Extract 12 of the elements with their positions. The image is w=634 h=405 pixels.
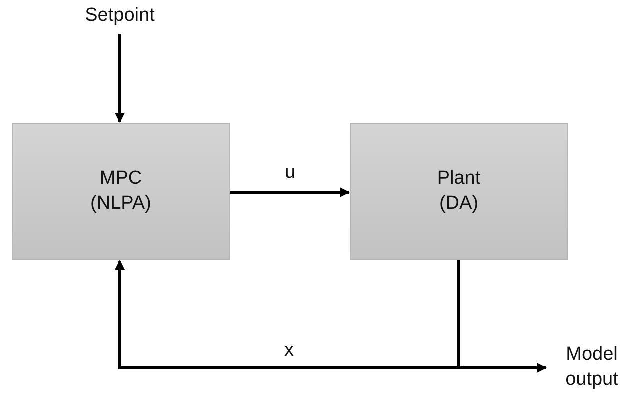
box-label: (NLPA)	[90, 192, 152, 216]
signal-label: Model output	[564, 343, 620, 392]
process-box	[350, 123, 568, 260]
arrow	[230, 188, 350, 198]
box-label: MPC	[100, 166, 142, 191]
signal-label: Setpoint	[85, 4, 155, 28]
arrow	[115, 34, 125, 123]
arrow	[115, 260, 460, 370]
box-label: (DA)	[439, 192, 479, 216]
box-label: Plant	[437, 166, 481, 191]
arrow	[458, 260, 547, 373]
process-box	[12, 123, 230, 260]
